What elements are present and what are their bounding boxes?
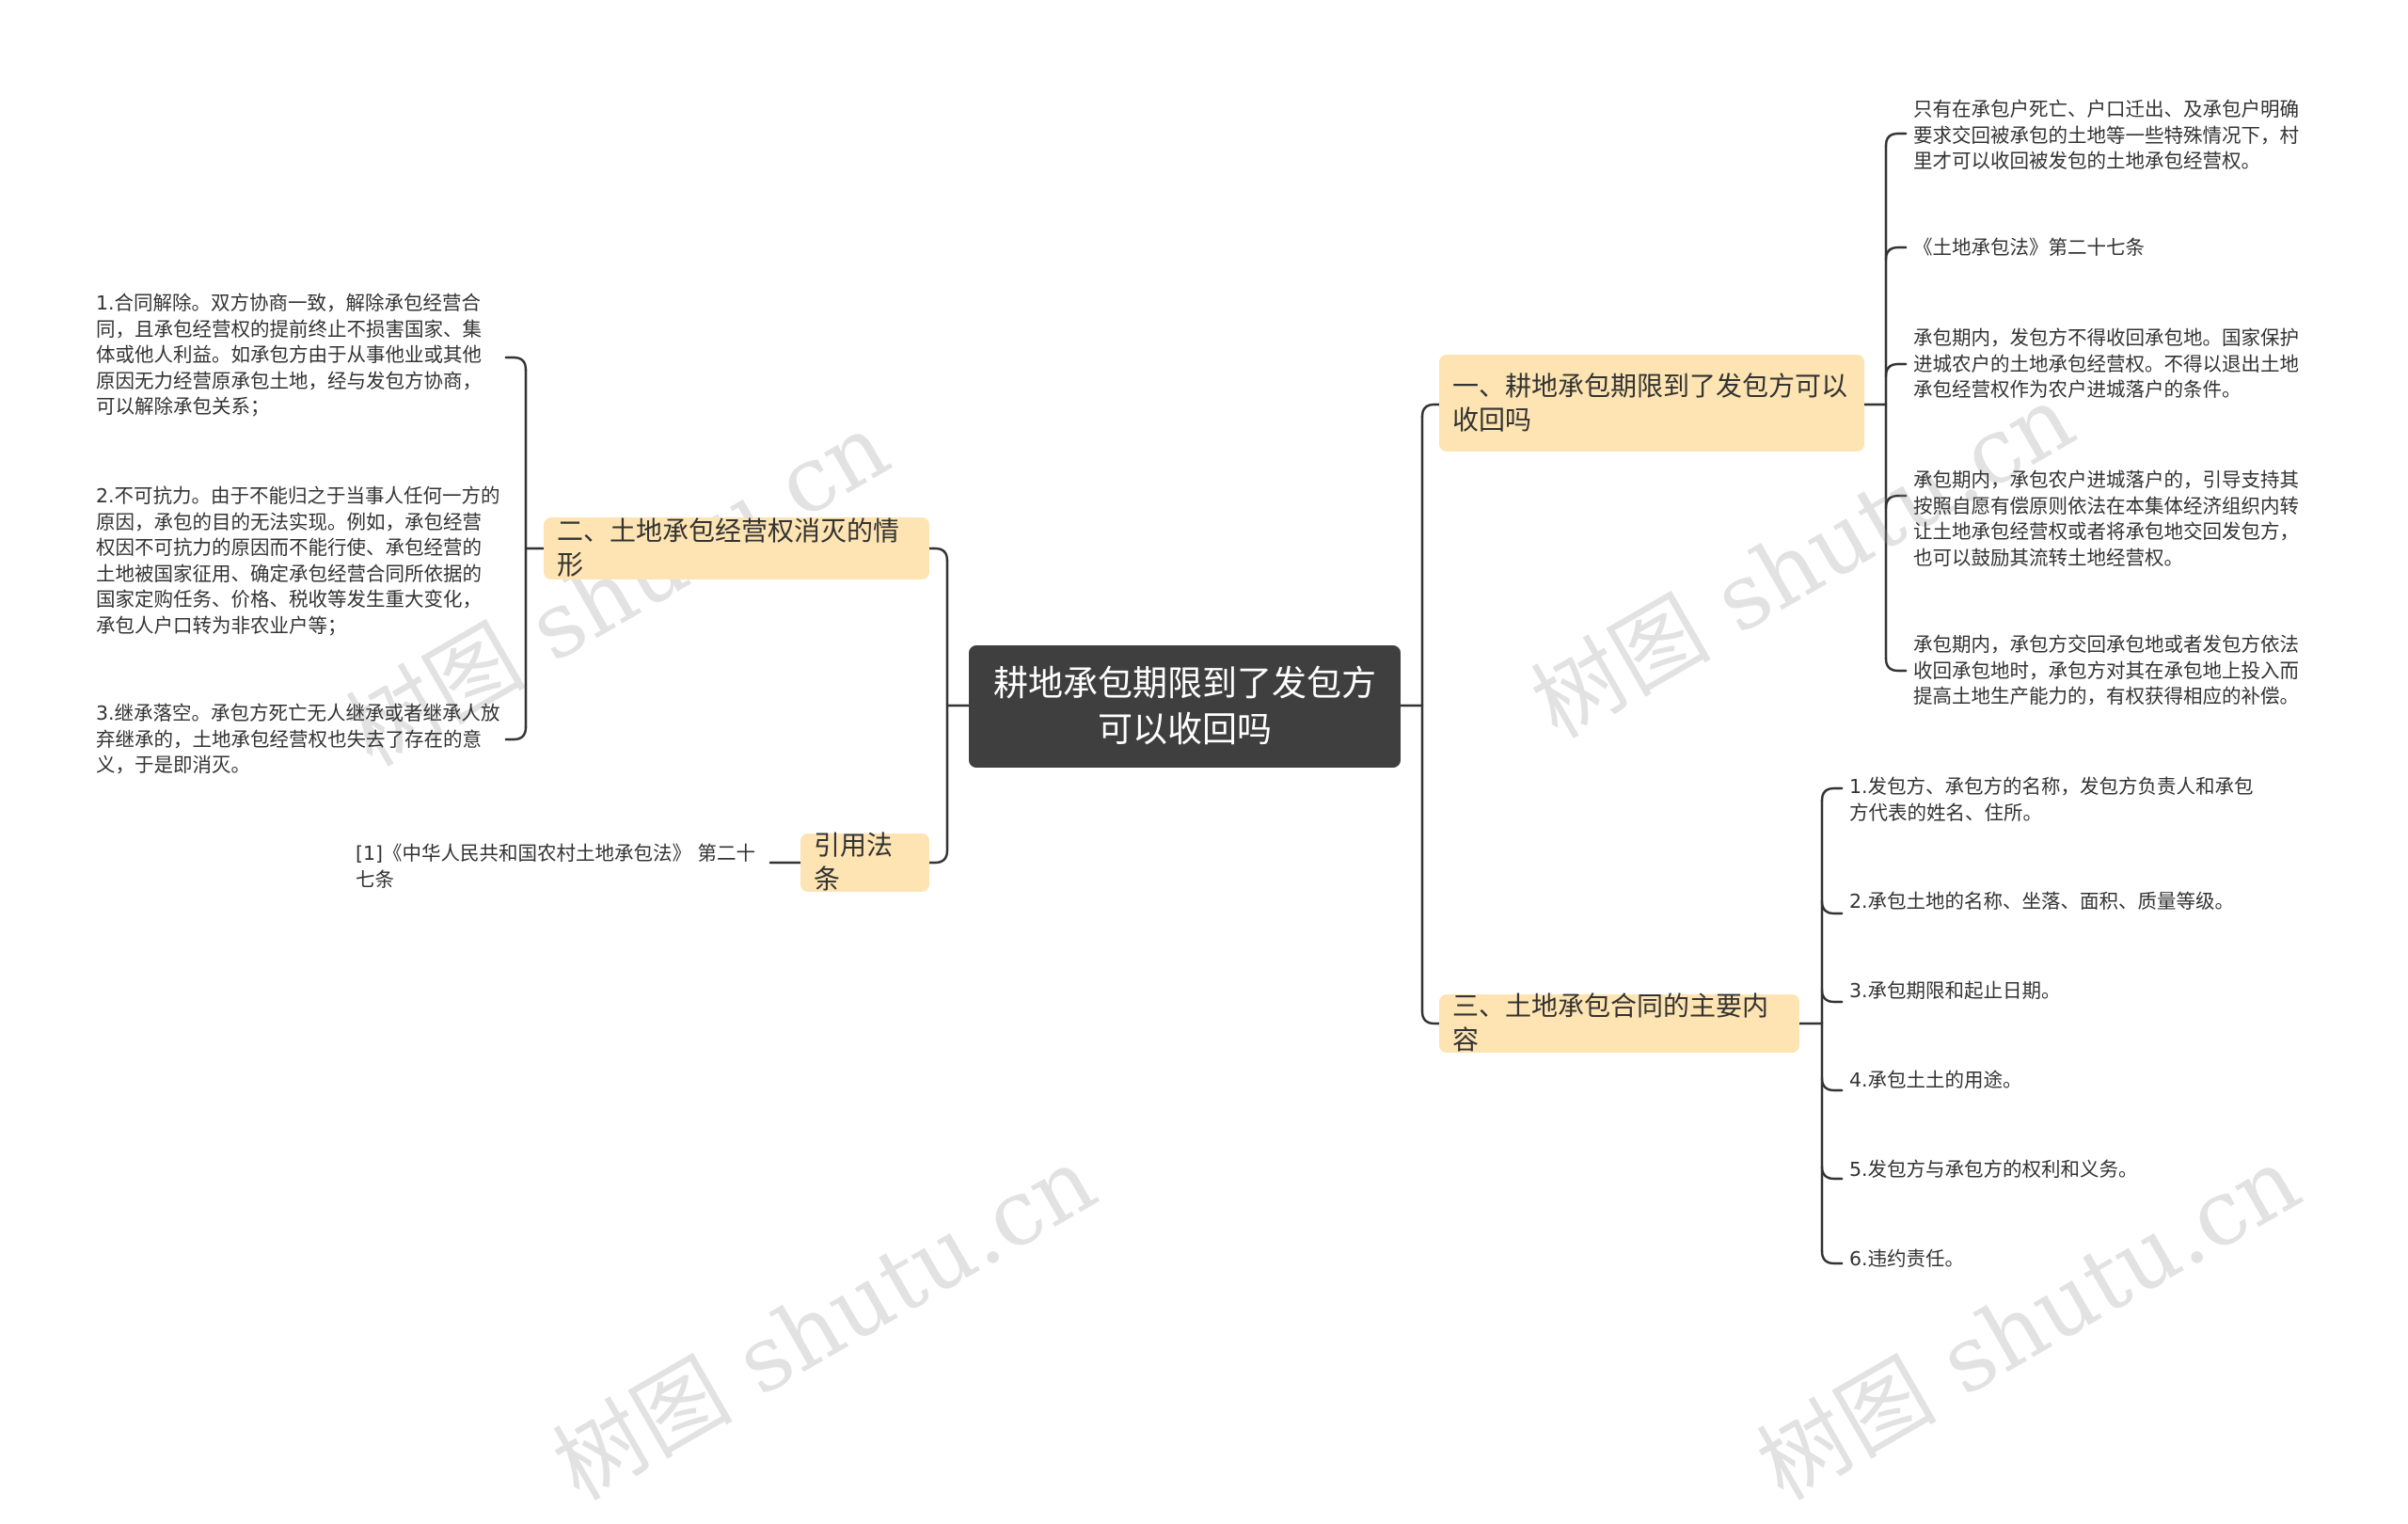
leaf-node[interactable]: 承包期内，承包方交回承包地或者发包方依法收回承包地时，承包方对其在承包地上投入而…	[1913, 633, 2299, 707]
leaf-node[interactable]: 5.发包方与承包方的权利和义务。	[1849, 1158, 2138, 1181]
leaf-node[interactable]: 6.违约责任。	[1849, 1247, 1965, 1270]
mindmap-connectors	[504, 132, 1908, 1265]
leaf-node[interactable]: 3.继承落空。承包方死亡无人继承或者继承人放弃继承的，土地承包经营权也失去了存在…	[96, 702, 500, 776]
branch-node-4[interactable]: 引用法条	[800, 830, 929, 895]
branch-node-2[interactable]: 二、土地承包经营权消灭的情形	[544, 516, 929, 580]
leaf-node[interactable]: 2.承包土地的名称、坐落、面积、质量等级。	[1849, 890, 2235, 913]
branch-node-1[interactable]: 一、耕地承包期限到了发包方可以收回吗	[1439, 355, 1864, 452]
leaf-node[interactable]: 1.发包方、承包方的名称，发包方负责人和承包方代表的姓名、住所。	[1849, 775, 2254, 824]
leaf-node[interactable]: 《土地承包法》第二十七条	[1913, 236, 2145, 259]
leaf-node[interactable]: 只有在承包户死亡、户口迁出、及承包户明确要求交回被承包的土地等一些特殊情况下，村…	[1913, 98, 2299, 172]
leaf-node[interactable]: [1]《中华人民共和国农村土地承包法》 第二十七条	[356, 842, 756, 891]
leaf-node[interactable]: 2.不可抗力。由于不能归之于当事人任何一方的原因，承包的目的无法实现。例如，承包…	[96, 484, 500, 637]
branch-node-3[interactable]: 三、土地承包合同的主要内容	[1439, 991, 1799, 1056]
leaf-node[interactable]: 1.合同解除。双方协商一致，解除承包经营合同，且承包经营权的提前终止不损害国家、…	[96, 292, 482, 418]
leaf-node[interactable]: 承包期内，承包农户进城落户的，引导支持其按照自愿有偿原则依法在本集体经济组织内转…	[1913, 468, 2299, 569]
leaf-node[interactable]: 4.承包土土的用途。	[1849, 1069, 2022, 1091]
root-node[interactable]: 耕地承包期限到了发包方可以收回吗	[969, 645, 1401, 768]
leaf-node[interactable]: 承包期内，发包方不得收回承包地。国家保护进城农户的土地承包经营权。不得以退出土地…	[1913, 326, 2299, 401]
leaf-node[interactable]: 3.承包期限和起止日期。	[1849, 979, 2061, 1002]
